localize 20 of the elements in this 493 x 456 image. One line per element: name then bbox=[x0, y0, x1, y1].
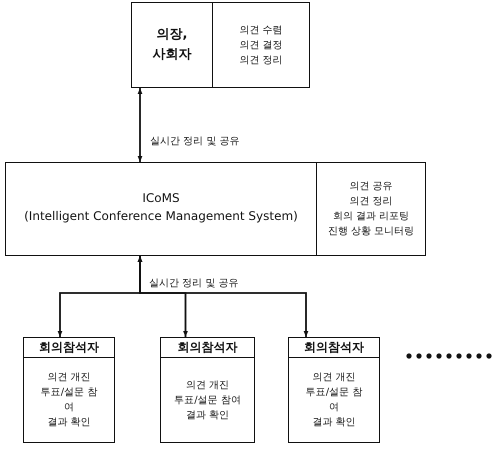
function-list: (Intelligent Conference Management System) bbox=[6, 207, 316, 225]
system-box bbox=[5, 162, 426, 256]
participant-header: 회의참석자 bbox=[289, 338, 379, 358]
participant-box bbox=[160, 337, 255, 443]
task-list: 의견 개진 투표/설문 참여 결과 확인 bbox=[161, 358, 254, 442]
participant-header: 회의참석자 bbox=[161, 338, 254, 358]
task-list: 의견 개진 투표/설문 참여 결과 확인 bbox=[24, 358, 114, 442]
role-label: 의장, 사회자 bbox=[152, 26, 192, 64]
edge-label: 실시간 정리 및 공유 bbox=[147, 276, 241, 290]
task-list: 의견 개진 투표/설문 참여 결과 확인 bbox=[289, 358, 379, 442]
participant-box bbox=[23, 337, 115, 443]
arrow bbox=[138, 256, 308, 337]
arrow bbox=[138, 88, 142, 162]
system-name: ICoMS bbox=[141, 190, 181, 207]
chair-box bbox=[131, 2, 310, 88]
edge-label: 실시간 정리 및 공유 bbox=[148, 134, 242, 148]
function-list: 의견 공유 의견 정리 회의 결과 리포팅 진행 상황 모니터링 bbox=[316, 163, 425, 255]
participant-header: 회의참석자 bbox=[24, 338, 114, 358]
participant-box bbox=[288, 337, 380, 443]
task-list: 의견 수렴 의견 결정 의견 정리 bbox=[212, 3, 309, 87]
